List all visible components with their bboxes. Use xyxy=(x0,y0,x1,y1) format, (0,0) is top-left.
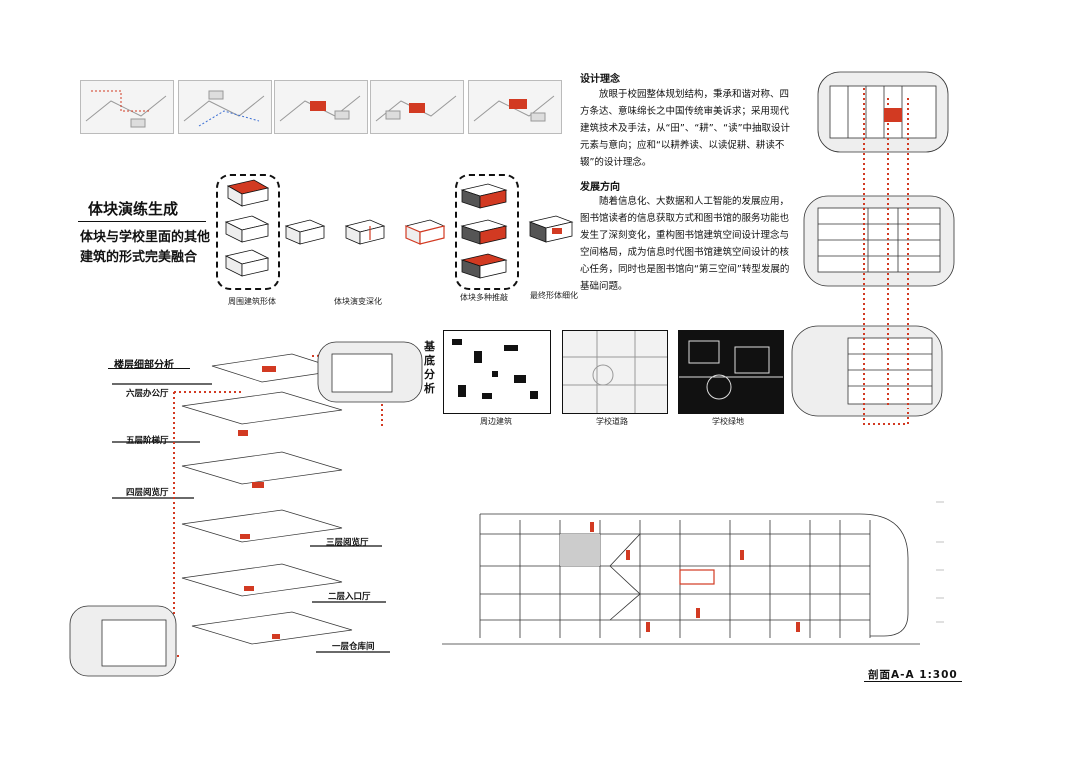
massing-blocks-surrounding xyxy=(224,179,270,277)
massing-evolution-blocks xyxy=(284,219,446,245)
render-top xyxy=(817,71,949,153)
site-caption-2: 学校道路 xyxy=(596,417,628,426)
render-middle xyxy=(803,195,955,287)
floor-label-5: 五层阶梯厅 xyxy=(126,436,169,446)
building-renders-stack xyxy=(791,71,955,425)
floor-stack-diagram xyxy=(69,341,423,677)
massing-final-block xyxy=(528,215,574,243)
floor-plate-1 xyxy=(191,611,353,645)
site-title: 基底分析 xyxy=(424,340,435,395)
massing-caption-3: 体块多种推敲 xyxy=(460,293,508,302)
floors-title-rule xyxy=(108,368,190,369)
site-thumb-5 xyxy=(468,80,562,134)
floors-title: 楼层细部分析 xyxy=(114,360,174,371)
massing-subtitle: 体块与学校里面的其他建筑的形式完美融合 xyxy=(80,230,211,265)
concept-heading: 设计理念 xyxy=(580,74,620,85)
site-map-buildings xyxy=(443,330,551,414)
site-thumb-2 xyxy=(178,80,272,134)
section-label-rule xyxy=(864,681,962,682)
site-thumb-4 xyxy=(370,80,464,134)
section-label: 剖面A-A 1:300 xyxy=(868,669,958,681)
concept-body: 放眼于校园整体规划结构，秉承和谐对称、四方条达、意味绵长之中国传统审美诉求；采用… xyxy=(580,89,791,168)
floor-label-2: 二层入口厅 xyxy=(328,592,371,602)
floor-plate-5 xyxy=(181,391,343,425)
floor-plate-2 xyxy=(181,563,343,597)
massing-group-2-frame xyxy=(455,174,519,290)
massing-caption-1: 周围建筑形体 xyxy=(228,297,276,306)
floor-label-6: 六层办公厅 xyxy=(126,389,169,399)
section-drawing xyxy=(442,501,944,645)
floor-label-3: 三层阅览厅 xyxy=(326,538,369,548)
development-body: 随着信息化、大数据和人工智能的发展应用，图书馆读者的信息获取方式和图书馆的服务功… xyxy=(580,196,790,292)
massing-blocks-studies xyxy=(460,183,508,279)
floor-plate-4 xyxy=(181,451,343,485)
floor-label-4: 四层阅览厅 xyxy=(126,488,169,498)
site-caption-1: 周边建筑 xyxy=(480,417,512,426)
development-heading: 发展方向 xyxy=(580,182,620,193)
massing-caption-2: 体块演变深化 xyxy=(334,297,382,306)
site-map-roads xyxy=(562,330,668,414)
render-bottom xyxy=(791,325,943,417)
floor-label-1: 一层仓库间 xyxy=(332,642,375,652)
site-caption-3: 学校绿地 xyxy=(712,417,744,426)
floor-plate-3 xyxy=(181,509,343,543)
massing-group-1-frame xyxy=(216,174,280,290)
massing-title-rule xyxy=(78,221,206,222)
site-thumb-3 xyxy=(274,80,368,134)
massing-caption-4: 最终形体细化 xyxy=(530,291,578,300)
site-map-greenery xyxy=(678,330,784,414)
site-thumb-1 xyxy=(80,80,174,134)
massing-title: 体块演练生成 xyxy=(88,200,179,218)
